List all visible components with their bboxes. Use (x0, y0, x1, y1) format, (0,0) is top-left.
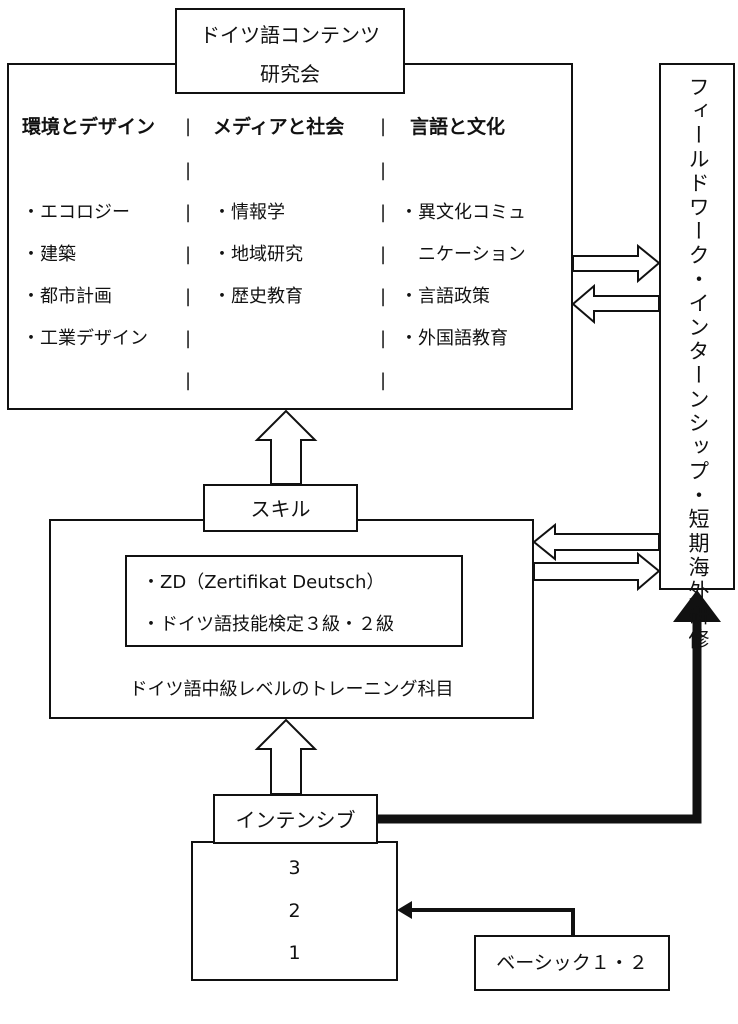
level-1: 1 (288, 942, 301, 964)
training-caption: ドイツ語中級レベルのトレーニング科目 (129, 679, 454, 700)
list-item: ・異文化コミュ (400, 202, 526, 223)
header-title-line1: ドイツ語コンテンツ (200, 23, 380, 47)
arrow-fieldwork-to-content (571, 283, 660, 325)
list-item: ・外国語教育 (400, 328, 508, 349)
list-item: ・建築 (22, 244, 76, 265)
basic-label: ベーシック１・２ (496, 952, 648, 974)
header-label-box (175, 8, 405, 94)
skill-label: スキル (250, 497, 311, 521)
arrow-basic-to-intensive-head (397, 901, 412, 919)
fieldwork-box (659, 63, 735, 590)
level-3: 3 (288, 857, 301, 879)
cert-zd: ・ZD（Zertifikat Deutsch） (142, 572, 385, 593)
intensive-label: インテンシブ (235, 808, 356, 832)
certificates-box (125, 555, 463, 647)
arrow-intensive-to-fieldwork-head (673, 590, 721, 622)
level-2: 2 (288, 900, 301, 922)
fieldwork-label: フィールドワーク・インターンシップ・短期海外研修 (686, 76, 710, 652)
list-item: ・地域研究 (213, 244, 303, 265)
list-item: ・都市計画 (22, 286, 112, 307)
list-item: ・エコロジー (22, 202, 130, 223)
list-item: ・情報学 (213, 202, 285, 223)
list-item: ・工業デザイン (22, 328, 148, 349)
heading-environment-design: 環境とデザイン (22, 116, 156, 138)
heading-media-society: メディアと社会 (213, 116, 345, 138)
basic-box (474, 935, 670, 991)
arrow-training-to-fieldwork (533, 551, 661, 592)
arrow-content-to-fieldwork (572, 243, 661, 284)
intensive-levels-box (191, 841, 398, 981)
header-title-line2: 研究会 (260, 62, 320, 86)
arrow-intensive-to-training (254, 718, 318, 795)
cert-dokken: ・ドイツ語技能検定３級・２級 (142, 614, 394, 635)
content-research-box (7, 63, 573, 410)
arrow-intensive-to-fieldwork (378, 618, 702, 824)
list-item: ・言語政策 (400, 286, 490, 307)
arrow-skill-to-content (254, 409, 318, 485)
list-item: ・歴史教育 (213, 286, 303, 307)
arrow-basic-to-intensive (410, 908, 575, 935)
list-item: ニケーション (418, 244, 526, 265)
heading-language-culture: 言語と文化 (410, 116, 506, 138)
skill-label-box (203, 484, 358, 532)
arrow-fieldwork-to-training (532, 522, 660, 562)
intensive-label-box (213, 794, 378, 844)
